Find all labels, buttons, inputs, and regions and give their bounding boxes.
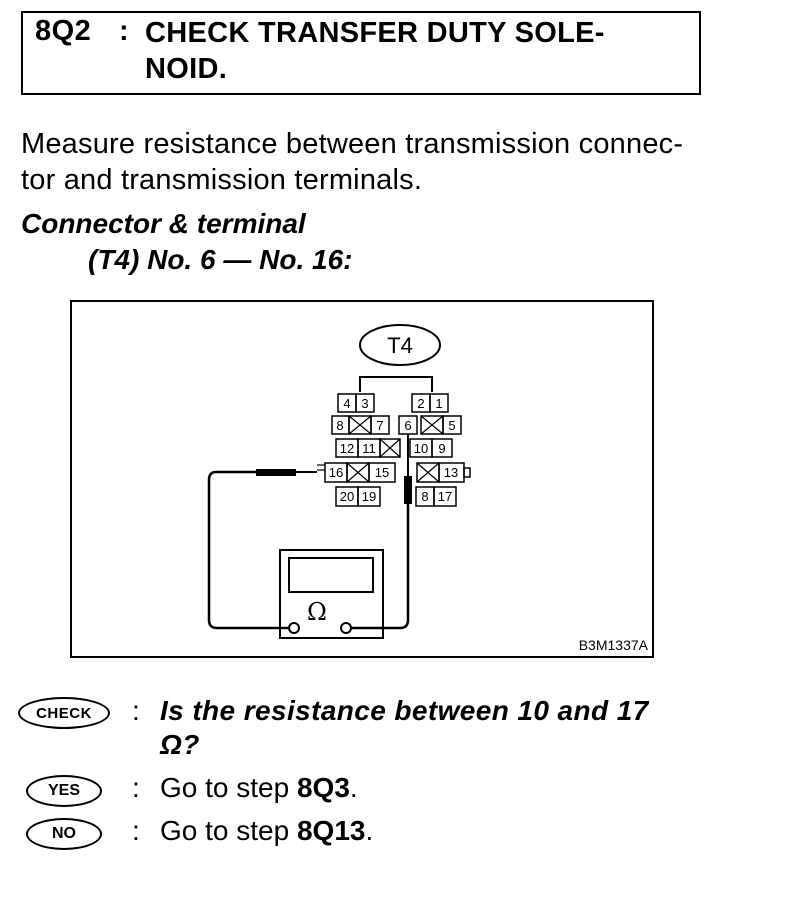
- terminal-3: 3: [361, 396, 368, 411]
- terminal-9: 9: [438, 441, 445, 456]
- terminal-19: 19: [362, 489, 376, 504]
- step-colon: :: [119, 15, 129, 47]
- probe-body-16: [256, 469, 296, 476]
- terminal-20: 20: [340, 489, 354, 504]
- check-question: Is the resistance between 10 and 17 Ω?: [160, 694, 720, 762]
- probe-body-6: [404, 476, 412, 504]
- terminal-4: 4: [343, 396, 350, 411]
- ohmmeter-display: [288, 557, 374, 593]
- instruction-line1: Measure resistance between transmission …: [21, 128, 684, 160]
- yes-row: YES: [26, 775, 102, 807]
- wiring-diagram: T4 4 3 2 1 8 7 6: [70, 300, 654, 658]
- meter-terminal-left: [288, 622, 300, 634]
- yes-action: Go to step 8Q3.: [160, 771, 358, 805]
- terminal-row-3: 12 11 10 9: [335, 438, 453, 458]
- instruction-text: Measure resistance between transmission …: [21, 126, 721, 198]
- no-text: Go to step: [160, 815, 297, 846]
- terminal-8: 8: [336, 418, 343, 433]
- check-question-line2: Ω?: [160, 729, 200, 760]
- terminal-10: 10: [414, 441, 428, 456]
- check-row: CHECK: [18, 697, 110, 729]
- meter-terminal-right: [340, 622, 352, 634]
- terminal-row-5: 20 19 8 17: [335, 486, 457, 507]
- yes-step-link[interactable]: 8Q3: [296, 772, 350, 803]
- connector-terminal-label: Connector & terminal: [21, 208, 306, 239]
- terminal-17: 17: [438, 489, 452, 504]
- terminal-6: 6: [404, 418, 411, 433]
- ohmmeter-body: [279, 549, 384, 639]
- terminal-row-4: 16 15 13: [317, 462, 471, 483]
- no-action: Go to step 8Q13.: [160, 814, 373, 848]
- terminal-15: 15: [375, 465, 389, 480]
- terminal-8-lower: 8: [421, 489, 428, 504]
- no-colon: :: [132, 815, 140, 846]
- terminal-5: 5: [448, 418, 455, 433]
- terminal-7: 7: [376, 418, 383, 433]
- instruction-line2: tor and transmission terminals.: [21, 164, 423, 196]
- ohmmeter-symbol: Ω: [307, 598, 327, 626]
- yes-colon: :: [132, 772, 140, 803]
- connector-lock-tab: [359, 376, 433, 392]
- terminal-row-1: 4 3 2 1: [337, 393, 449, 413]
- connector-name-label: T4: [387, 333, 413, 358]
- yes-text: Go to step: [160, 772, 297, 803]
- lead-wire-right: [346, 504, 410, 630]
- terminal-1: 1: [435, 396, 442, 411]
- connector-terminal-value: (T4) No. 6 — No. 16:: [88, 244, 353, 275]
- check-question-line1: Is the resistance between 10 and 17: [160, 695, 649, 726]
- terminal-2: 2: [417, 396, 424, 411]
- no-row: NO: [26, 818, 102, 850]
- lead-wire-left: [207, 470, 288, 630]
- diagram-frame: [70, 300, 654, 658]
- no-end: .: [365, 815, 374, 846]
- step-code: 8Q2: [35, 15, 92, 47]
- terminal-13: 13: [444, 465, 458, 480]
- check-badge: CHECK: [18, 697, 110, 729]
- terminal-16: 16: [329, 465, 343, 480]
- step-title: CHECK TRANSFER DUTY SOLE- NOID.: [145, 15, 685, 87]
- step-title-line2: NOID.: [145, 53, 228, 85]
- no-badge: NO: [26, 818, 102, 850]
- no-step-link[interactable]: 8Q13: [296, 815, 366, 846]
- terminal-12: 12: [340, 441, 354, 456]
- yes-badge: YES: [26, 775, 102, 807]
- connector-name-ellipse: [359, 324, 441, 366]
- check-colon: :: [132, 695, 140, 726]
- step-title-line1: CHECK TRANSFER DUTY SOLE-: [145, 17, 605, 49]
- terminal-11: 11: [362, 441, 376, 456]
- terminal-row-2: 8 7 6 5: [331, 415, 462, 435]
- step-header-box: 8Q2 : CHECK TRANSFER DUTY SOLE- NOID.: [21, 11, 701, 95]
- figure-code: B3M1337A: [579, 637, 649, 653]
- yes-end: .: [349, 772, 358, 803]
